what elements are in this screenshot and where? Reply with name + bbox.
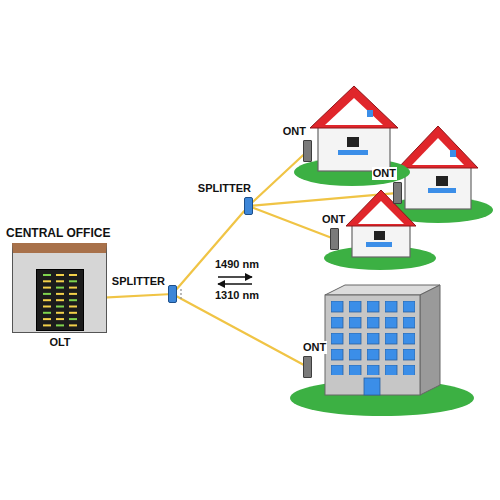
rack-led	[69, 306, 77, 308]
rack-led	[56, 312, 64, 314]
ont-label: ONT	[282, 125, 307, 138]
rack-led	[56, 324, 64, 326]
office-building	[290, 285, 474, 416]
desk	[366, 242, 392, 247]
rack-led	[56, 274, 64, 276]
rack-led	[69, 299, 77, 301]
rack-led	[43, 306, 51, 308]
fiber-line	[177, 296, 303, 364]
computer	[374, 231, 385, 240]
desk	[338, 150, 368, 155]
rack-led	[43, 280, 51, 282]
downstream-arrow	[218, 276, 252, 277]
building-side	[420, 285, 440, 395]
house-window	[367, 110, 373, 117]
rack-led	[56, 293, 64, 295]
house-wall	[352, 224, 410, 257]
rack-led	[69, 274, 77, 276]
rack-led	[56, 299, 64, 301]
house-wall	[405, 165, 471, 209]
rack-led	[69, 324, 77, 326]
rack-led	[43, 274, 51, 276]
splitter-label: SPLITTER	[197, 182, 252, 195]
rack-led	[56, 318, 64, 320]
splitter-label: SPLITTER	[111, 275, 166, 288]
splitter: SPLITTER	[168, 285, 177, 303]
rack-led	[69, 287, 77, 289]
central-office: OLTCENTRAL OFFICE	[12, 243, 107, 333]
building-label: CENTRAL OFFICE	[5, 226, 111, 240]
rack-led	[69, 280, 77, 282]
rack-led	[43, 312, 51, 314]
house-gable	[412, 138, 464, 165]
building-door	[364, 378, 380, 395]
dot	[180, 289, 182, 291]
desk	[428, 188, 456, 193]
rack-lights	[37, 270, 83, 330]
building-windows	[331, 301, 415, 375]
ont-device: ONT	[393, 182, 402, 204]
house	[324, 190, 436, 270]
rack-led	[43, 324, 51, 326]
olt-label: OLT	[48, 336, 71, 349]
splitter: SPLITTER	[244, 197, 253, 215]
rack-led	[56, 306, 64, 308]
rack-led	[43, 287, 51, 289]
ont-label: ONT	[321, 213, 346, 226]
dot	[180, 297, 182, 299]
building-front	[325, 295, 420, 395]
rack-led	[56, 287, 64, 289]
rack-led	[69, 318, 77, 320]
house-roof	[398, 126, 478, 168]
house-roof	[310, 86, 398, 128]
rack-led	[69, 293, 77, 295]
wavelength-label: 1310 nm	[214, 289, 260, 302]
rack-led	[43, 293, 51, 295]
fiber-line	[253, 155, 303, 202]
wavelength-label: 1490 nm	[214, 258, 260, 271]
rack-led	[43, 318, 51, 320]
computer	[347, 137, 359, 147]
ont-label: ONT	[302, 341, 327, 354]
rack-led	[43, 299, 51, 301]
ont-device: ONT	[303, 140, 312, 162]
ont-device: ONT	[330, 228, 339, 250]
olt-rack: OLT	[36, 269, 84, 331]
rack-led	[56, 280, 64, 282]
house-window	[450, 150, 456, 157]
house-wall	[318, 125, 390, 171]
ont-device: ONT	[303, 356, 312, 378]
dot	[180, 293, 182, 295]
computer	[436, 176, 448, 186]
ont-label: ONT	[372, 167, 397, 180]
house-gable	[358, 201, 404, 224]
fiber-line	[253, 208, 330, 238]
house	[294, 86, 410, 186]
house-roof	[346, 190, 416, 226]
rack-led	[69, 312, 77, 314]
house-gable	[325, 98, 383, 125]
upstream-arrow	[218, 283, 252, 284]
